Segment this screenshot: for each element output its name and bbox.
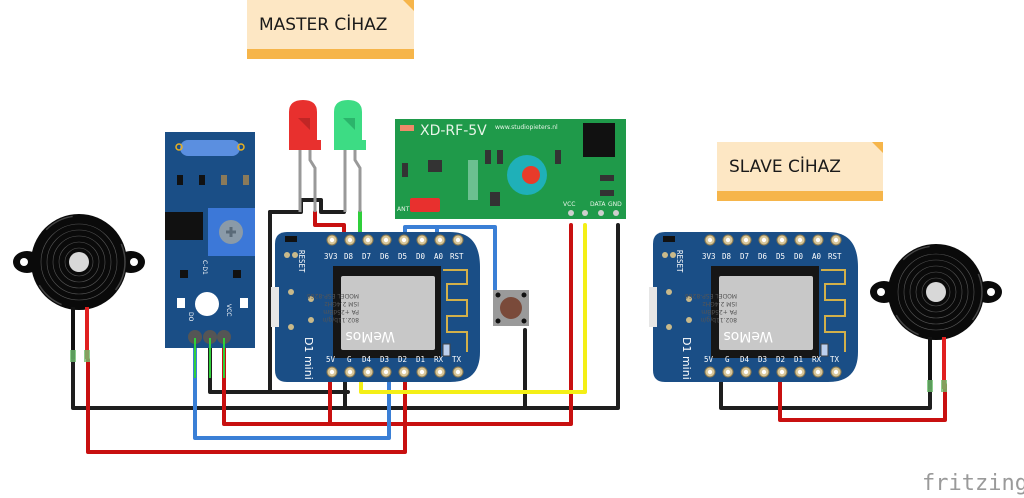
master-top-pin-d7: D7 (362, 252, 371, 261)
master-bottom-pin-rx: RX (434, 355, 444, 364)
wires (71, 198, 947, 454)
slave-bottom-pin-d3: D3 (758, 355, 767, 364)
master-top-pin-d8: D8 (344, 252, 354, 261)
slave-top-pin-d6: D6 (758, 252, 768, 261)
sensor-board-label: C-D1 (201, 260, 208, 275)
rf-pin-data: DATA (590, 201, 606, 208)
master-note: MASTER CİHAZ (247, 0, 414, 59)
wire-red-d1-buzzer[interactable] (86, 358, 407, 454)
rf-pin-gnd: GND (608, 201, 622, 208)
slave-top-pin-d5: D5 (776, 252, 785, 261)
slave-bottom-pin-d2: D2 (776, 355, 785, 364)
rf-receiver-module: XD-RF-5V www.studiopieters.nl ANT VCC DA… (395, 119, 626, 219)
sensor-pin-do: DO (187, 312, 194, 322)
slave-module-model: MODEL ESP-8266 (685, 292, 737, 299)
master-module-wifi: 802.11b/g/n (322, 316, 359, 323)
d1-mini-master: 3V3 D8 D7 D6 D5 D0 A0 RST 5V G D4 D3 D2 … (270, 231, 481, 383)
slave-top-pin-d7: D7 (740, 252, 749, 261)
rf-pin-vcc: VCC (563, 201, 575, 208)
master-top-pin-3v3: 3V3 (324, 252, 338, 261)
slave-top-pin-a0: A0 (812, 252, 822, 261)
master-top-pin-d6: D6 (380, 252, 390, 261)
sound-sensor: C-D1 DO VCC (165, 132, 255, 378)
slave-bottom-pin-rx: RX (812, 355, 822, 364)
buzzer-slave (869, 243, 1003, 392)
slave-note-text: SLAVE CİHAZ (729, 156, 841, 177)
master-bottom-pin-tx: TX (452, 355, 462, 364)
wire-blue-sensor[interactable] (193, 343, 391, 440)
slave-module-wifi: 802.11b/g/n (700, 316, 737, 323)
master-bottom-pin-d3: D3 (380, 355, 389, 364)
wire-red-5v[interactable] (222, 223, 573, 426)
slave-note: SLAVE CİHAZ (717, 142, 883, 201)
master-bottom-pin-5v: 5V (326, 355, 336, 364)
slave-top-pin-d8: D8 (722, 252, 732, 261)
master-note-text: MASTER CİHAZ (259, 14, 387, 35)
wire-red-led[interactable] (313, 210, 346, 240)
wire-slave-red[interactable] (778, 376, 947, 422)
slave-top-pin-3v3: 3V3 (702, 252, 716, 261)
slave-bottom-pin-tx: TX (830, 355, 840, 364)
slave-module-pa: PA +25dBm (701, 308, 737, 315)
master-top-pin-d5: D5 (398, 252, 407, 261)
buzzer-master (12, 213, 146, 362)
master-top-pin-rst: RST (450, 252, 464, 261)
master-module-ism: ISM 2.4GHz (324, 300, 359, 307)
master-bottom-pin-d4: D4 (362, 355, 372, 364)
rf-module-name: XD-RF-5V (420, 123, 487, 139)
slave-bottom-pin-5v: 5V (704, 355, 714, 364)
slave-top-pin-d0: D0 (794, 252, 804, 261)
master-bottom-pin-d2: D2 (398, 355, 407, 364)
wire-slave-ground[interactable] (719, 376, 932, 410)
pushbutton[interactable] (493, 290, 529, 326)
master-top-pin-a0: A0 (434, 252, 444, 261)
slave-bottom-pin-d4: D4 (740, 355, 750, 364)
slave-reset-label: RESET (675, 250, 684, 273)
wire-yellow-data[interactable] (359, 223, 587, 394)
sensor-pin-vcc: VCC (225, 304, 232, 316)
master-board-name: D1 mini (302, 337, 315, 380)
fritzing-watermark: fritzing (922, 471, 1024, 496)
slave-top-pin-rst: RST (828, 252, 842, 261)
slave-bottom-pin-g: G (725, 355, 730, 364)
master-reset-label: RESET (297, 250, 306, 273)
rf-ant-label: ANT (397, 206, 410, 213)
master-module-model: MODEL ESP-8266 (307, 292, 359, 299)
slave-module-brand: WeMos (723, 328, 773, 344)
master-top-pin-d0: D0 (416, 252, 426, 261)
master-module-pa: PA +25dBm (323, 308, 359, 315)
master-module-brand: WeMos (345, 328, 395, 344)
slave-module-ism: ISM 2.4GHz (702, 300, 737, 307)
rf-module-url: www.studiopieters.nl (495, 124, 558, 131)
led-green (334, 100, 366, 212)
master-bottom-pin-d1: D1 (416, 355, 425, 364)
d1-mini-slave: 3V3 D8 D7 D6 D5 D0 A0 RST 5V G D4 D3 D2 … (648, 231, 859, 383)
slave-board-name: D1 mini (680, 337, 693, 380)
led-red (289, 100, 321, 212)
master-bottom-pin-g: G (347, 355, 352, 364)
slave-bottom-pin-d1: D1 (794, 355, 803, 364)
wire-ground-led[interactable] (268, 198, 346, 214)
